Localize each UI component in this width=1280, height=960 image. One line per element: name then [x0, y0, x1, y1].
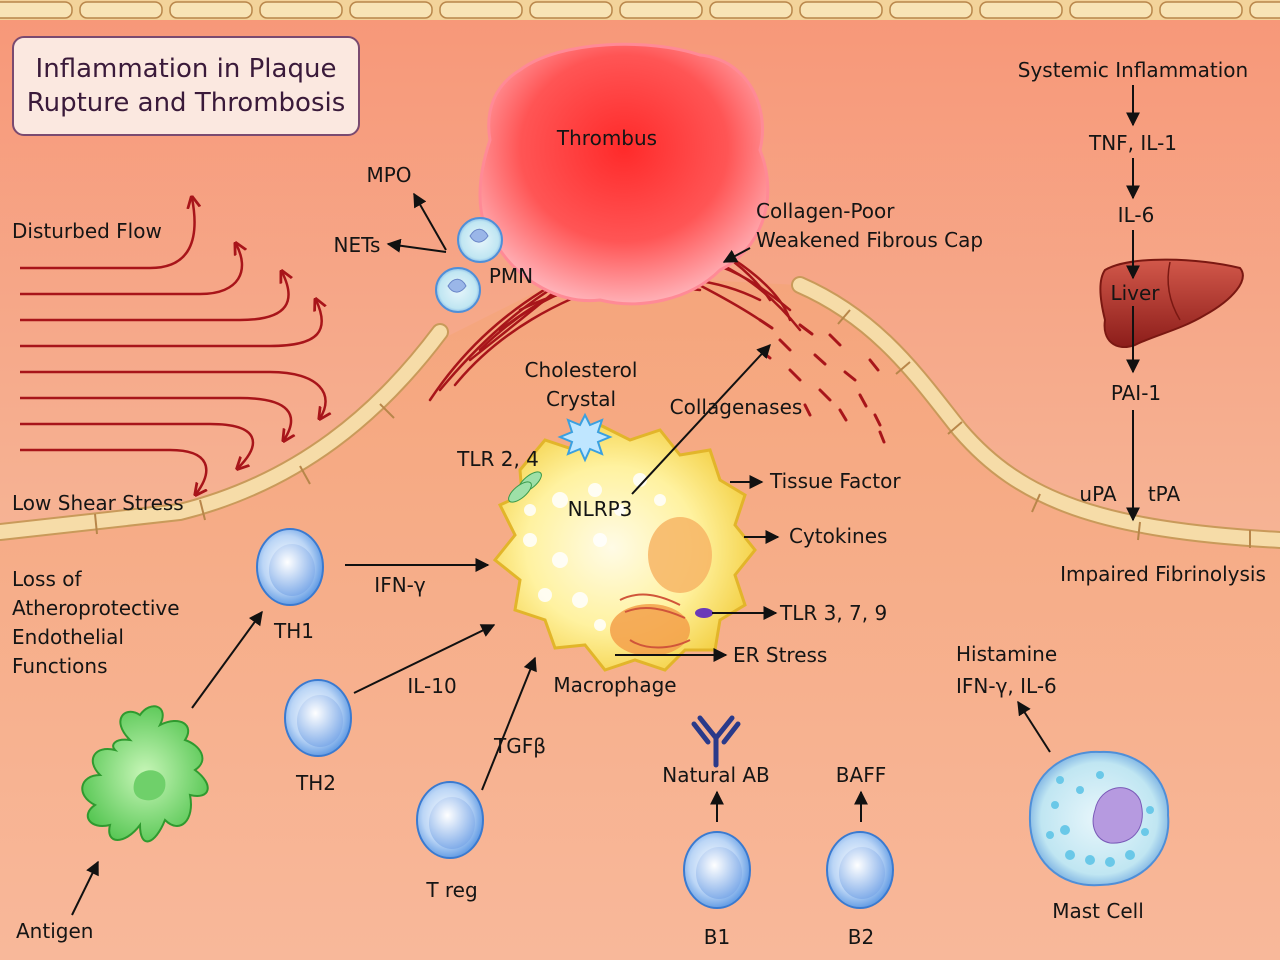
loss-line-1: Loss of — [12, 567, 82, 591]
weakened-cap-label: Weakened Fibrous Cap — [756, 228, 984, 252]
lymphocytes — [256, 528, 894, 909]
th1-label: TH1 — [274, 619, 314, 643]
disturbed-flow-arrows — [20, 198, 326, 494]
cholesterol-crystal-shape — [557, 412, 613, 463]
cholesterol-label: Cholesterol — [524, 358, 638, 382]
tnf-il1-label: TNF, IL-1 — [1088, 131, 1178, 155]
b1-label: B1 — [703, 925, 731, 949]
ifn-il6-label: IFN-γ, IL-6 — [956, 674, 1057, 698]
title-box: Inflammation in Plaque Rupture and Throm… — [12, 36, 360, 136]
pmn-label: PMN — [488, 264, 534, 288]
ifn-gamma-label: IFN-γ — [374, 573, 426, 597]
antigen-label: Antigen — [16, 919, 94, 943]
systemic-inflammation-label: Systemic Inflammation — [1017, 58, 1249, 82]
tgfb-label: TGFβ — [494, 734, 546, 758]
endothelial-cell-seams — [94, 309, 1251, 548]
b2-label: B2 — [847, 925, 875, 949]
dendritic-cell — [81, 705, 209, 843]
plaque-endothelium — [0, 276, 1280, 549]
baff-label: BAFF — [835, 763, 887, 787]
cytokines-label: Cytokines — [789, 524, 888, 548]
antibody-shape — [691, 715, 741, 768]
tlr24-label: TLR 2, 4 — [457, 447, 539, 471]
mast-cell-label: Mast Cell — [1052, 899, 1144, 923]
nets-label: NETs — [333, 233, 381, 257]
tlr379-label: TLR 3, 7, 9 — [780, 601, 888, 625]
il6-label: IL-6 — [1117, 203, 1155, 227]
title-line-2: Rupture and Thrombosis — [26, 88, 346, 119]
tissue-factor-label: Tissue Factor — [770, 469, 901, 493]
mast-cell — [1028, 750, 1170, 887]
top-endothelium — [0, 0, 1280, 20]
il10-label: IL-10 — [407, 674, 457, 698]
loss-line-4: Functions — [12, 654, 108, 678]
loss-line-2: Atheroprotective — [12, 596, 180, 620]
pmn-cells — [435, 217, 503, 313]
er-stress-label: ER Stress — [733, 643, 828, 667]
pai1-label: PAI-1 — [1110, 381, 1162, 405]
upa-label: uPA — [1079, 482, 1117, 506]
loss-line-3: Endothelial — [12, 625, 124, 649]
histamine-label: Histamine — [956, 642, 1058, 666]
collagen-poor-label: Collagen-Poor — [756, 199, 895, 223]
mpo-label: MPO — [366, 163, 412, 187]
macrophage-cell — [492, 423, 757, 672]
pathway-arrows — [71, 85, 1140, 916]
thrombus-label: Thrombus — [556, 126, 658, 150]
impaired-fibrinolysis-label: Impaired Fibrinolysis — [1060, 562, 1266, 586]
collagenases-label: Collagenases — [669, 395, 803, 419]
nlrp3-label: NLRP3 — [567, 497, 633, 521]
crystal-label: Crystal — [545, 387, 617, 411]
macrophage-label: Macrophage — [553, 673, 677, 697]
tpa-label: tPA — [1147, 482, 1181, 506]
liver-label: Liver — [1110, 281, 1160, 305]
low-shear-stress-label: Low Shear Stress — [12, 491, 184, 515]
treg-label: T reg — [426, 878, 478, 902]
natural-ab-label: Natural AB — [662, 763, 770, 787]
disturbed-flow-label: Disturbed Flow — [12, 219, 162, 243]
th2-label: TH2 — [296, 771, 336, 795]
thrombus-shape — [478, 42, 770, 306]
collagen-fragments — [758, 318, 886, 444]
title-line-1: Inflammation in Plaque — [35, 54, 337, 84]
